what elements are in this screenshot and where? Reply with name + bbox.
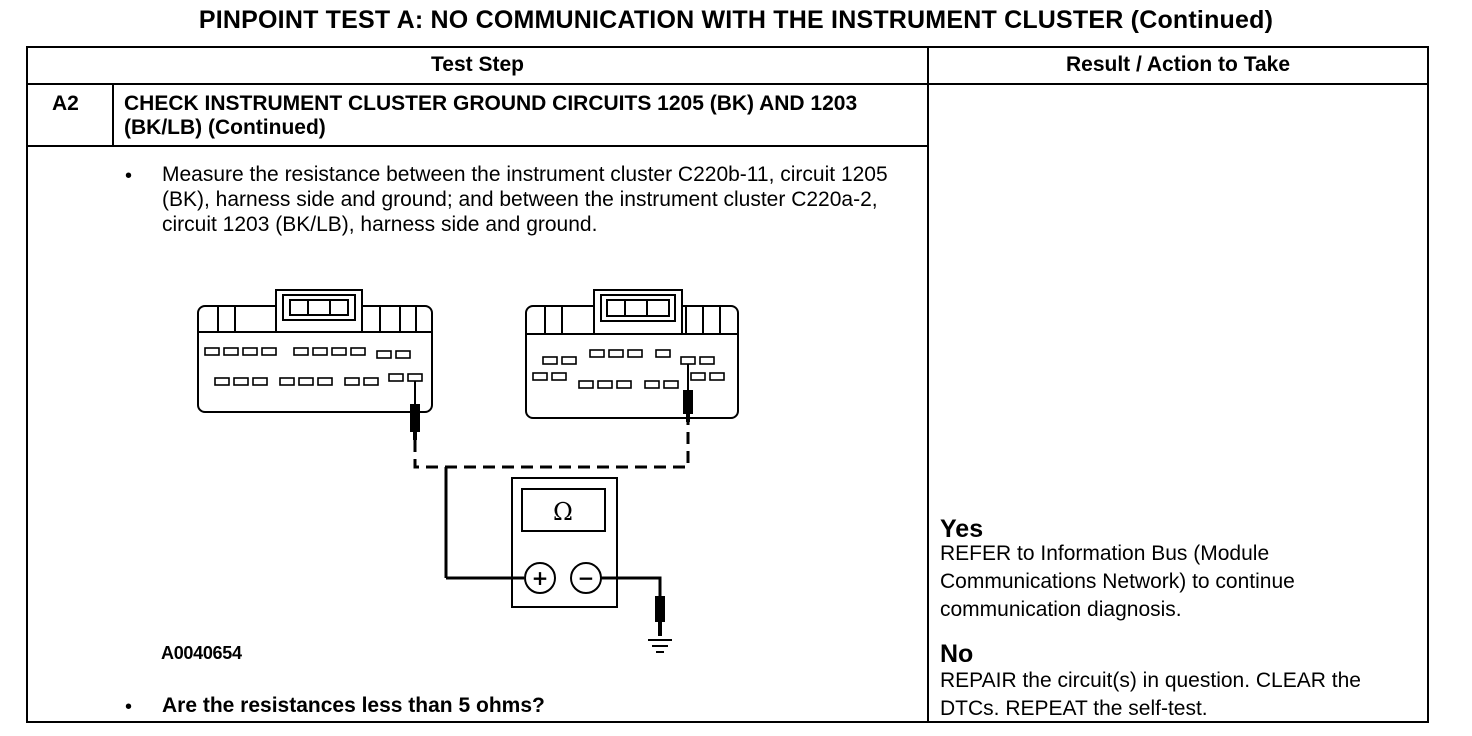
ohmmeter — [511, 477, 618, 608]
probe-c220a — [683, 390, 693, 422]
header-test-step: Test Step — [431, 53, 524, 76]
result-yes-label: Yes — [940, 515, 984, 543]
result-no-text: REPAIR the circuit(s) in question. CLEAR… — [940, 669, 1361, 720]
step-instruction: Measure the resistance between the instr… — [162, 163, 888, 236]
step-number-divider — [112, 84, 114, 146]
minus-terminal-icon: − — [578, 566, 595, 590]
figure-id: A0040654 — [161, 643, 242, 663]
connector-c220a — [525, 289, 739, 419]
ohm-symbol: Ω — [553, 498, 573, 526]
connector-c220b — [197, 289, 433, 413]
header-result-action: Result / Action to Take — [1065, 53, 1291, 76]
plus-terminal-icon: + — [532, 566, 549, 590]
result-yes-text: REFER to Information Bus (Module Communi… — [940, 542, 1295, 621]
column-divider — [927, 48, 929, 721]
ground-icon — [648, 639, 672, 653]
bullet-icon: • — [125, 696, 133, 718]
step-title-divider — [28, 145, 928, 147]
page-title: PINPOINT TEST A: NO COMMUNICATION WITH T… — [198, 6, 1274, 34]
test-lead-negative — [601, 576, 662, 596]
bullet-icon: • — [125, 165, 133, 187]
header-divider — [28, 83, 1427, 85]
result-no-label: No — [940, 640, 974, 668]
test-lead-dashed — [413, 422, 690, 469]
step-question: Are the resistances less than 5 ohms? — [162, 694, 545, 717]
probe-ground — [655, 596, 665, 636]
step-title: CHECK INSTRUMENT CLUSTER GROUND CIRCUITS… — [124, 92, 858, 139]
pinpoint-test-table: Test Step Result / Action to Take A2 CHE… — [26, 46, 1429, 723]
step-number: A2 — [52, 92, 79, 115]
probe-c220b — [410, 404, 420, 440]
